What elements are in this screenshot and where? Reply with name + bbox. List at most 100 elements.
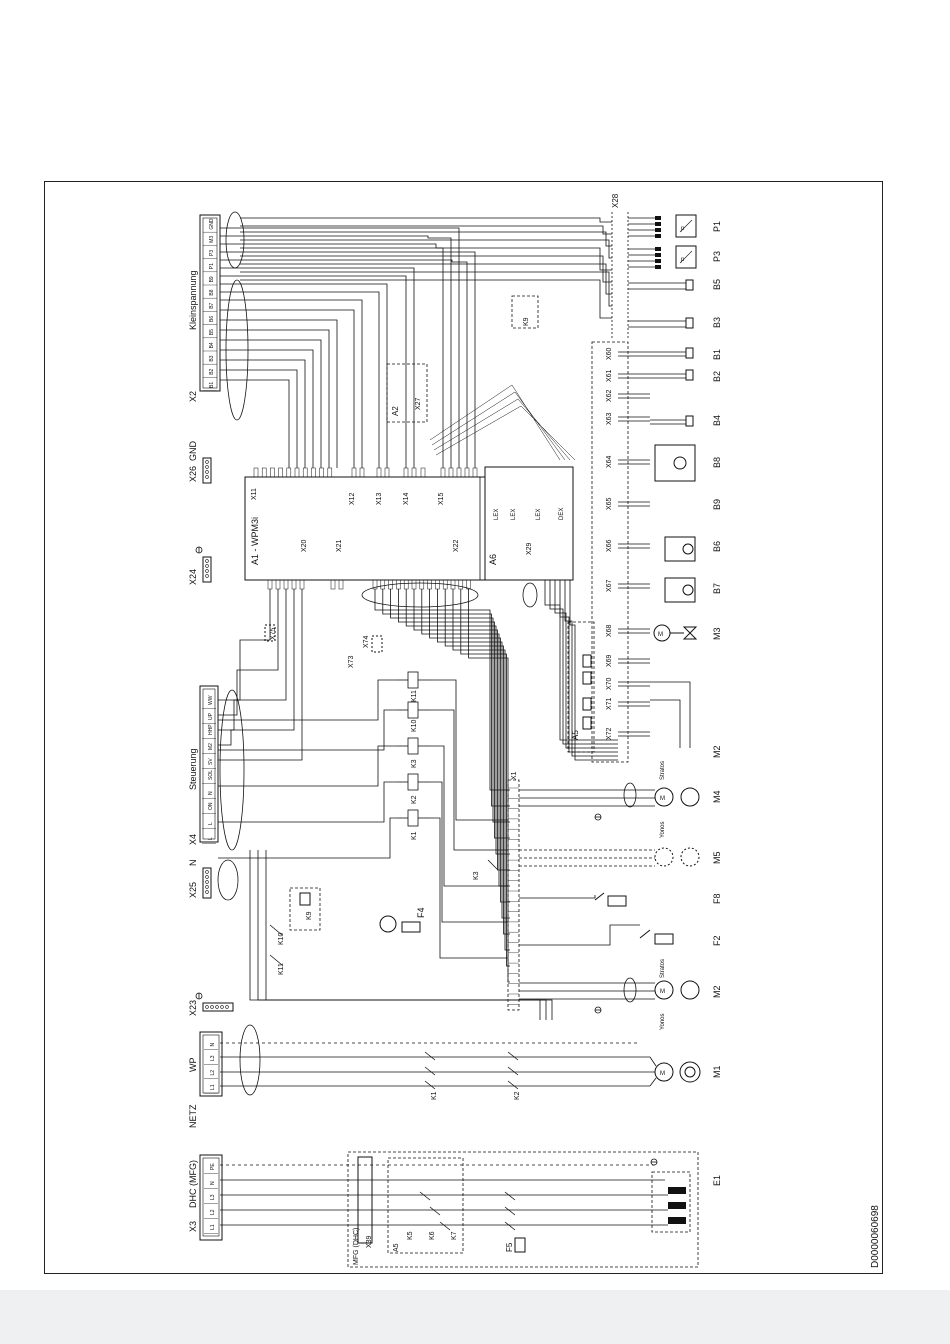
- relay-x1-wire-k11: [430, 679, 508, 821]
- a1-top-pin-4: [286, 467, 292, 478]
- a6-right-wire-3: [559, 580, 618, 753]
- relay-k10-coil: [407, 701, 419, 719]
- a1-top-pin-10: [351, 467, 357, 478]
- component-f8-label: F8: [712, 893, 722, 904]
- x24-terminal-strip: [202, 556, 212, 583]
- e1-heater-elements: [668, 1187, 686, 1224]
- x2-pin-0: B1: [209, 382, 215, 388]
- relay-k3-coil: [407, 737, 419, 755]
- x25-label: X25: [188, 882, 198, 898]
- component-e1-label: E1: [712, 1175, 722, 1186]
- a6-right-wire-5: [569, 580, 618, 761]
- component-b9-label: B9: [712, 499, 722, 510]
- relay-k2-coil: [407, 773, 419, 791]
- component-b5-label: B5: [712, 279, 722, 290]
- a1-top-pin-3: [278, 467, 283, 478]
- x4-relay-wire-k2: [218, 781, 396, 823]
- a1-bottom-pin-13: [419, 579, 425, 590]
- x2-wire-4: [220, 259, 468, 468]
- component-m3-label: M3: [712, 627, 722, 640]
- k9-relay-top: [511, 295, 539, 329]
- x2-x28-wire-7: [240, 271, 612, 307]
- a1-top-pin-9: [327, 467, 333, 478]
- a1-bottom-pin-8: [380, 579, 386, 590]
- x2-wire-3: [220, 251, 476, 468]
- component-f2-label: F2: [712, 935, 722, 946]
- x2-pin-10: P3: [209, 250, 215, 256]
- x2-pin-7: B8: [209, 289, 215, 295]
- k10-contact: [269, 924, 283, 936]
- m4-pump: M: [654, 787, 700, 807]
- x2-pin-2: B3: [209, 355, 215, 361]
- relay-k1-label: K1: [411, 831, 418, 840]
- component-m5-label: M5: [712, 851, 722, 864]
- f4-fuse: [379, 915, 421, 933]
- x4-pin-4: SOL: [208, 770, 214, 780]
- connector-x70: X70: [606, 677, 613, 690]
- x2-wire-15: [220, 359, 306, 468]
- connector-x63: X63: [606, 412, 613, 425]
- ground-symbols: [195, 546, 658, 1166]
- x11-label: X11: [251, 488, 258, 500]
- gnd-label: GND: [188, 441, 198, 462]
- lex-label-1: LEX: [494, 509, 500, 520]
- m2-pump: M: [654, 980, 700, 1000]
- a1-bottom-pin-6: [338, 579, 344, 590]
- a1-top-pin-0: [253, 467, 259, 478]
- m5-circulation: [654, 847, 700, 867]
- x2-wire-10: [220, 309, 355, 468]
- component-m2-label: M2: [712, 985, 722, 998]
- relay-x1-wire-k2: [430, 781, 508, 923]
- a1-top-pin-17: [440, 467, 446, 478]
- x2-pin-11: M3: [209, 236, 215, 243]
- a2-label: A2: [391, 406, 400, 416]
- a1-top-pin-18: [448, 467, 454, 478]
- connector-x60: X60: [606, 347, 613, 360]
- a1-bottom-pin-12: [411, 579, 417, 590]
- p1-pressure-sensor: p: [675, 214, 697, 238]
- a1-x1-wire-3: [398, 589, 510, 839]
- mfg-dhc-label: MFG (DHC): [353, 1228, 360, 1265]
- k11-contact-label: K11: [278, 963, 285, 975]
- page-footer-band: [0, 1290, 950, 1344]
- a1-bottom-pin-2: [283, 579, 289, 590]
- x2-x28-wire-3: [240, 239, 612, 259]
- x2-wire-13: [220, 339, 322, 468]
- mfg-dhc-box: [347, 1151, 699, 1268]
- component-m2b-label: M2: [712, 745, 722, 758]
- a1-top-pin-11: [359, 467, 365, 478]
- relay-k11-coil: [407, 671, 419, 689]
- x29-label: X29: [526, 542, 533, 555]
- x2-wire-11: [220, 319, 338, 468]
- x2-x28-wire-1: [240, 225, 612, 235]
- bus-line-2: [265, 850, 553, 1020]
- a1-top-pin-12: [376, 467, 382, 478]
- x26-label: X26: [188, 466, 198, 482]
- x2-x28-wire-0: [240, 217, 612, 223]
- a1-controller-board: [244, 476, 486, 581]
- bus-line-1: [257, 850, 547, 1020]
- relay-k2-label: K2: [411, 795, 418, 804]
- x4-pin-6: M2: [208, 743, 214, 750]
- a1-bottom-pin-5: [330, 579, 336, 590]
- x4-relay-wire-k10: [218, 709, 396, 751]
- connector-x62: X62: [606, 389, 613, 402]
- x26-terminal-strip: [202, 457, 212, 484]
- component-m1-label: M1: [712, 1065, 722, 1078]
- x22-label: X22: [453, 539, 460, 552]
- x20-label: X20: [301, 539, 308, 552]
- x2-x28-wire-8: [240, 279, 612, 319]
- x39-strip: [357, 1156, 373, 1244]
- x2-wire-5: [220, 267, 415, 468]
- x13-label: X13: [376, 492, 383, 505]
- x2-wire-8: [220, 291, 380, 468]
- a1-bottom-pin-17: [450, 579, 456, 590]
- relay-k3-label: K3: [411, 759, 418, 768]
- k5-mfg-label: K5: [407, 1231, 414, 1240]
- x74-label: X74: [363, 635, 370, 648]
- mains-lines: [220, 1042, 657, 1087]
- x3-pin-4: PE: [210, 1163, 216, 1170]
- a1-bottom-pin-1: [275, 579, 281, 590]
- x25-n-label: N: [188, 860, 198, 867]
